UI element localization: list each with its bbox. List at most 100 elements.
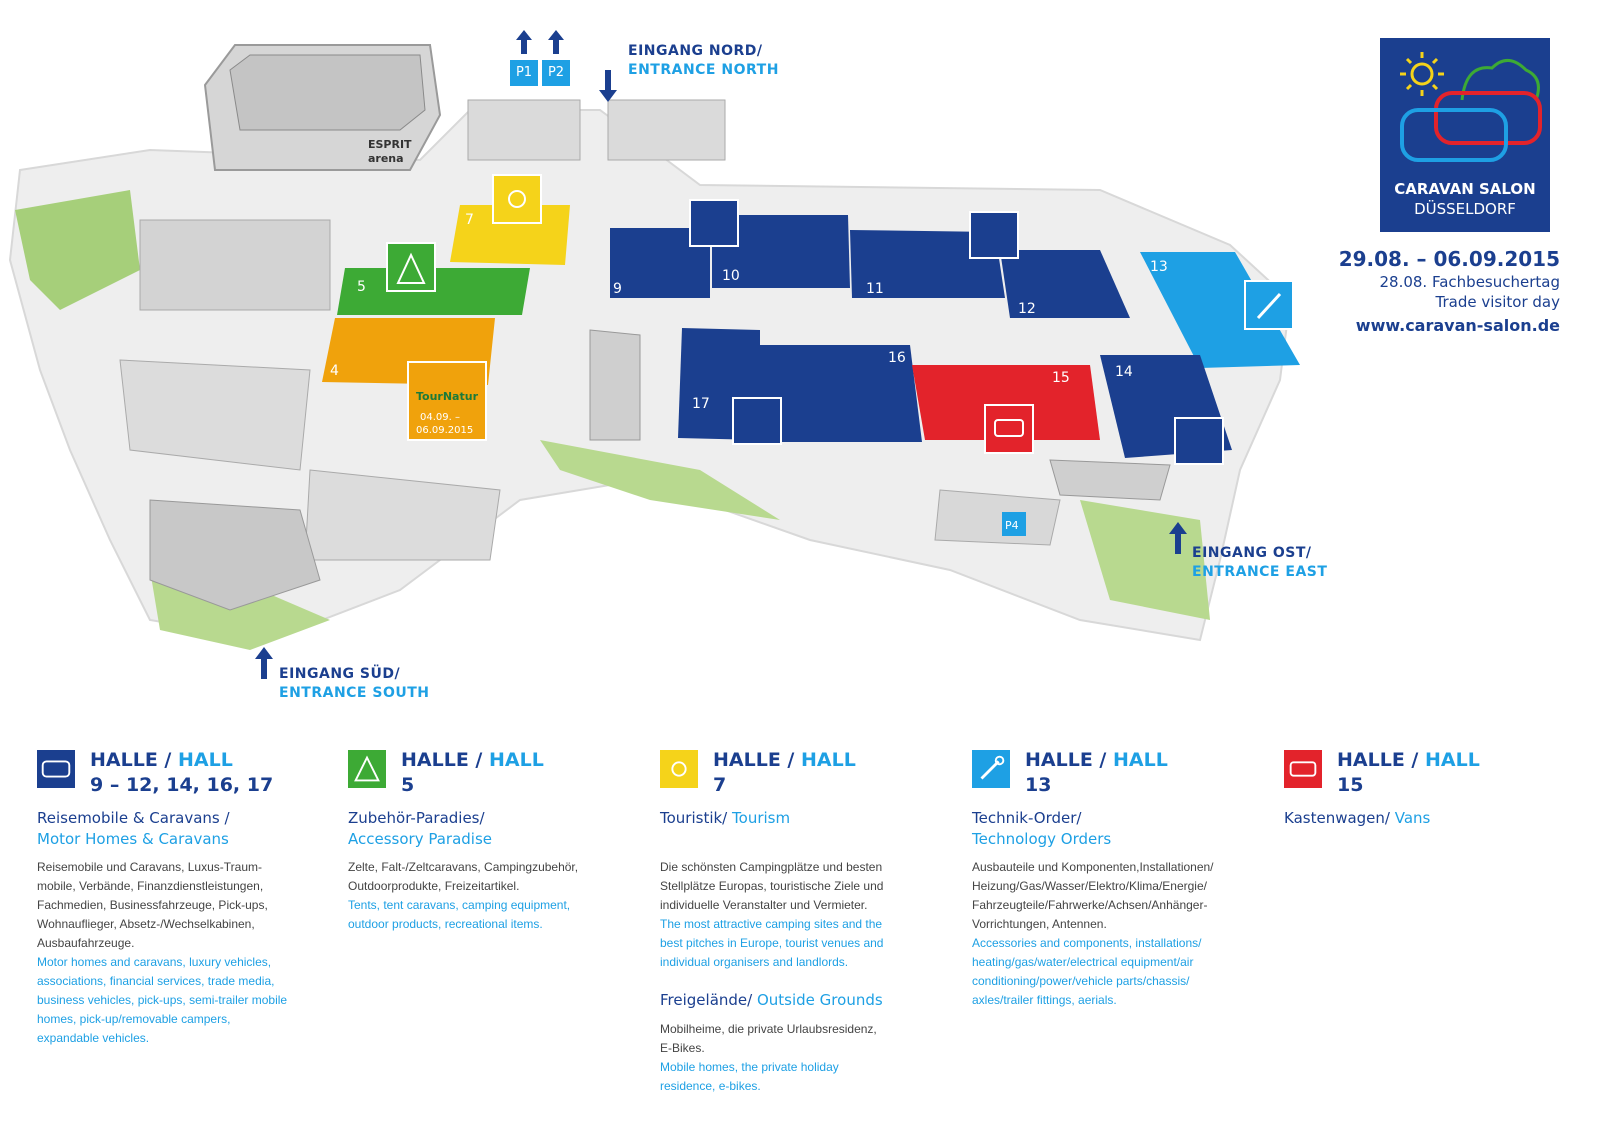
hall-5[interactable]: 5 bbox=[337, 242, 530, 315]
legend-halle: HALLE bbox=[401, 749, 469, 771]
parking-p4-label: P4 bbox=[1005, 519, 1019, 532]
legend-halle: HALLE bbox=[90, 749, 158, 771]
legend-hall-numbers: 13 bbox=[1025, 774, 1052, 796]
van-icon bbox=[994, 419, 1024, 437]
entrance-north-en: ENTRANCE NORTH bbox=[628, 62, 779, 78]
legend-title-de: Reisemobile & Caravans / bbox=[37, 809, 230, 827]
hall-10-label: 10 bbox=[722, 268, 740, 284]
caravan-salon-logo[interactable]: CARAVAN SALON DÜSSELDORF bbox=[1380, 38, 1550, 232]
legend-accessories-heading: HALLE / HALL 5 bbox=[401, 749, 544, 796]
tent-icon bbox=[348, 750, 386, 788]
desc-line: Tents, tent caravans, camping equipment, bbox=[348, 898, 571, 912]
legend-accessories-title: Zubehör-Paradies/ Accessory Paradise bbox=[348, 808, 492, 850]
hall-7[interactable]: 7 bbox=[450, 174, 570, 265]
legend-title-de: Technik-Order/ bbox=[972, 809, 1082, 827]
hall-14[interactable]: 14 bbox=[1100, 355, 1232, 465]
sun-icon bbox=[508, 190, 526, 208]
legend-hall: HALL bbox=[800, 749, 856, 771]
hall-14-label: 14 bbox=[1115, 364, 1133, 380]
tournatur-dates-line2: 06.09.2015 bbox=[416, 425, 473, 436]
legend-title-en: Technology Orders bbox=[972, 830, 1112, 848]
trade-day-en: Trade visitor day bbox=[1435, 293, 1560, 311]
hall-5-label: 5 bbox=[357, 279, 366, 295]
legend-outside-title: Freigelände/ Outside Grounds bbox=[660, 990, 883, 1011]
building-entrance-south bbox=[149, 499, 321, 611]
desc-line: heating/gas/water/electrical equipment/a… bbox=[972, 955, 1194, 969]
arrow-up-icon bbox=[1169, 522, 1187, 554]
desc-line: residence, e-bikes. bbox=[660, 1079, 761, 1093]
event-url[interactable]: www.caravan-salon.de bbox=[1355, 316, 1560, 335]
hall-9-label: 9 bbox=[613, 281, 622, 297]
hall-4-label: 4 bbox=[330, 363, 339, 379]
desc-line: The most attractive camping sites and th… bbox=[660, 917, 883, 931]
arena-label-line1: ESPRIT bbox=[368, 138, 412, 151]
legend-vans-title: Kastenwagen/ Vans bbox=[1284, 808, 1430, 829]
hall-7-label: 7 bbox=[465, 212, 474, 228]
desc-line: individuelle Veranstalter und Vermieter. bbox=[660, 898, 868, 912]
hall-10[interactable]: 10 bbox=[689, 199, 850, 288]
hall-15[interactable]: 15 bbox=[912, 365, 1100, 454]
desc-line: individual organisers and landlords. bbox=[660, 955, 849, 969]
entrance-east-en: ENTRANCE EAST bbox=[1192, 564, 1328, 580]
legend-title-de: Zubehör-Paradies/ bbox=[348, 809, 485, 827]
desc-line: Fahrzeugteile/Fahrwerke/Achsen/Anhänger- bbox=[972, 898, 1208, 912]
building-north-west bbox=[467, 99, 581, 161]
parking-p2-label: P2 bbox=[547, 65, 565, 80]
fairground-map: ESPRIT arena 7 5 4 TourNatur 04.09. – 06… bbox=[8, 44, 1300, 650]
arrow-down-icon bbox=[599, 70, 617, 102]
motorhome-icon bbox=[37, 750, 75, 788]
building-south bbox=[304, 469, 501, 561]
hall-17-label: 17 bbox=[692, 396, 710, 412]
desc-line: Motor homes and caravans, luxury vehicle… bbox=[37, 955, 272, 969]
arrow-up-icon bbox=[255, 647, 273, 679]
desc-line: mobile, Verbände, Finanzdienstleistungen… bbox=[37, 879, 264, 893]
hall-13[interactable]: 13 bbox=[1140, 252, 1300, 368]
sun-icon bbox=[660, 750, 698, 788]
desc-line: best pitches in Europe, tourist venues a… bbox=[660, 936, 884, 950]
desc-line: homes, pick-up/removable campers, bbox=[37, 1012, 231, 1026]
hall-11[interactable]: 11 bbox=[850, 230, 1005, 298]
event-dates: 29.08. – 06.09.2015 bbox=[1338, 247, 1560, 271]
van-icon bbox=[1284, 750, 1322, 788]
legend-outside-desc: Mobilheime, die private Urlaubsresidenz,… bbox=[660, 1020, 950, 1096]
building-parking-p4 bbox=[934, 489, 1061, 546]
desc-line: Fachmedien, Businessfahrzeuge, Pick-ups, bbox=[37, 898, 268, 912]
desc-line: expandable vehicles. bbox=[37, 1031, 150, 1045]
desc-line: E-Bikes. bbox=[660, 1041, 705, 1055]
legend-motorhomes-title: Reisemobile & Caravans / Motor Homes & C… bbox=[37, 808, 230, 850]
tournatur-logo-text: TourNatur bbox=[416, 390, 479, 403]
legend-vans-heading: HALLE / HALL 15 bbox=[1337, 749, 1480, 796]
legend-halle: HALLE bbox=[1025, 749, 1093, 771]
legend-motorhomes-heading: HALLE / HALL 9 – 12, 14, 16, 17 bbox=[90, 749, 274, 796]
desc-line: Mobilheime, die private Urlaubsresidenz, bbox=[660, 1022, 877, 1036]
entrance-north-de: EINGANG NORD/ bbox=[628, 43, 763, 59]
desc-line: Reisemobile und Caravans, Luxus-Traum- bbox=[37, 860, 262, 874]
desc-line: Die schönsten Campingplätze und besten bbox=[660, 860, 883, 874]
hall-9[interactable]: 9 bbox=[610, 228, 710, 298]
legend-technology-desc: Ausbauteile und Komponenten,Installation… bbox=[972, 858, 1262, 1010]
logo-line1: CARAVAN SALON bbox=[1394, 180, 1536, 198]
hall-12[interactable]: 12 bbox=[969, 211, 1130, 318]
parking-p2[interactable]: P2 bbox=[542, 60, 570, 86]
legend-accessories-desc: Zelte, Falt-/Zeltcaravans, Campingzubehö… bbox=[348, 858, 638, 934]
trade-day-line: 28.08. Fachbesuchertag bbox=[1330, 272, 1560, 292]
legend-hall: HALL bbox=[1112, 749, 1168, 771]
arrow-up-icon bbox=[516, 30, 532, 54]
hall-16[interactable]: 16 bbox=[732, 345, 922, 445]
parking-p4-icon[interactable] bbox=[1002, 512, 1026, 536]
building-north-east bbox=[607, 99, 726, 161]
entrance-south-de: EINGANG SÜD/ bbox=[279, 666, 401, 682]
desc-line: Accessories and components, installation… bbox=[972, 936, 1202, 950]
legend-title-de: Kastenwagen/ bbox=[1284, 809, 1390, 827]
legend-motorhomes-desc: Reisemobile und Caravans, Luxus-Traum- m… bbox=[37, 858, 327, 1048]
desc-line: Mobile homes, the private holiday bbox=[660, 1060, 839, 1074]
desc-line: associations, financial services, trade … bbox=[37, 974, 275, 988]
green-area-west bbox=[15, 190, 140, 310]
legend-hall-numbers: 5 bbox=[401, 774, 415, 796]
legend-tourism-heading: HALLE / HALL 7 bbox=[713, 749, 856, 796]
parking-p1[interactable]: P1 bbox=[510, 60, 538, 86]
legend-subtitle-de: Freigelände/ bbox=[660, 991, 753, 1009]
tournatur-badge[interactable]: TourNatur 04.09. – 06.09.2015 bbox=[407, 361, 487, 441]
tournatur-dates-line1: 04.09. – bbox=[420, 412, 460, 423]
legend-hall-numbers: 9 – 12, 14, 16, 17 bbox=[90, 774, 274, 796]
